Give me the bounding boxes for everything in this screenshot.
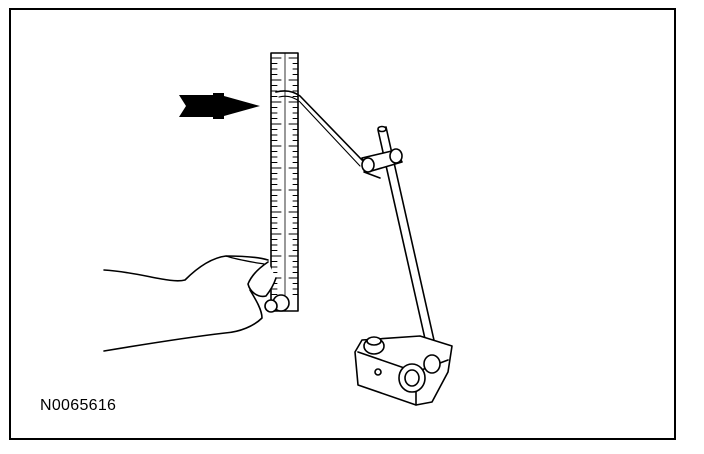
rod-clamp [361,148,403,179]
scriber-pointer [275,90,363,167]
magnetic-base [354,335,453,406]
figure-id-label: N0065616 [40,397,117,414]
hand [103,255,290,352]
arrow-icon [179,93,260,119]
figure-frame [9,8,676,440]
steel-rule [270,52,299,312]
